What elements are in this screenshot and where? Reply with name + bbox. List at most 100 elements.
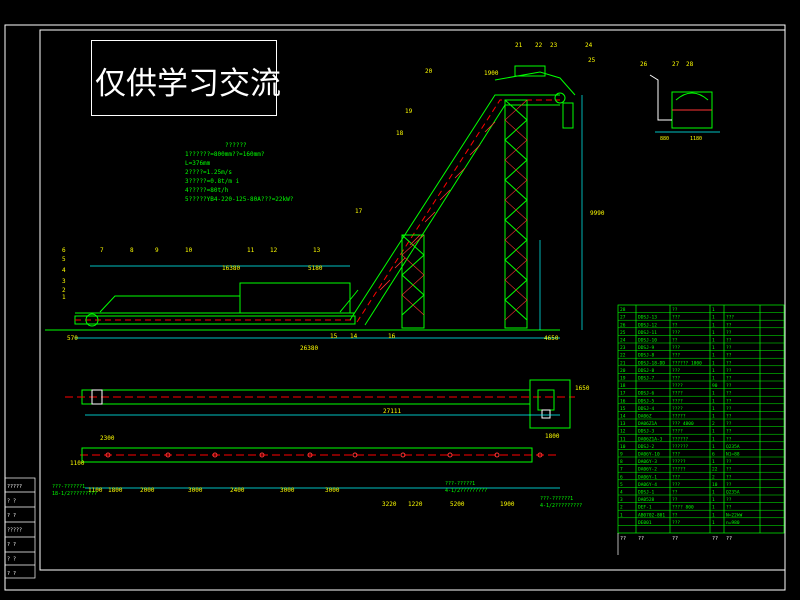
hopper bbox=[99, 295, 241, 313]
bom-cell: ??? bbox=[672, 345, 680, 351]
bom-cell: ???? 800 bbox=[672, 505, 694, 511]
plan-head-box bbox=[529, 379, 571, 429]
plan-motor bbox=[541, 409, 551, 419]
tail-pulley bbox=[85, 313, 99, 327]
title-block-cell: ? ? bbox=[7, 571, 16, 577]
bom-cell: ??? bbox=[672, 520, 680, 526]
bom-cell: DDSJ-11 bbox=[638, 330, 657, 336]
bom-cell: 1 bbox=[712, 429, 715, 435]
dim-label: 1900 bbox=[484, 70, 499, 77]
plan-span-label: 3000 bbox=[188, 487, 203, 494]
bom-cell: Q235A bbox=[726, 490, 740, 496]
left-title-block-grid bbox=[4, 477, 36, 579]
dim-label: 1800 bbox=[545, 433, 560, 440]
bom-cell: 1 bbox=[712, 376, 715, 382]
bom-cell: ???? bbox=[672, 406, 683, 412]
bom-cell: 1 bbox=[712, 490, 715, 496]
tech-note-line: 5?????YB4-220-125-80A???=22kW? bbox=[185, 196, 294, 203]
tall-tower bbox=[504, 99, 528, 329]
dim-label: 1650 bbox=[575, 385, 590, 392]
bom-cell: 1 bbox=[712, 406, 715, 412]
discharge-chute bbox=[562, 102, 574, 129]
callout-label: 19 bbox=[405, 108, 413, 115]
bom-cell: ?? bbox=[726, 322, 732, 328]
foundation-bolts bbox=[105, 452, 543, 458]
bom-cell: 5 bbox=[620, 482, 623, 488]
bom-cell: 1 bbox=[712, 391, 715, 397]
bom-cell: 1 bbox=[712, 330, 715, 336]
title-block-cell: ? ? bbox=[7, 557, 16, 563]
tech-note-line: 3?????=0.8t/m i bbox=[185, 178, 240, 185]
bom-header: ?? bbox=[672, 536, 678, 542]
technical-notes: ??????1??????=800mm??=160mm?L=376mm2????… bbox=[185, 142, 294, 203]
callout-label: 2 bbox=[62, 287, 66, 294]
callout-label: 24 bbox=[585, 42, 593, 49]
bom-cell: ?? bbox=[726, 383, 732, 389]
callout-label: 26 bbox=[640, 61, 648, 68]
bom-cell: 28 bbox=[620, 307, 626, 313]
bom-cell: ???? bbox=[672, 383, 683, 389]
bom-cell: ?? bbox=[726, 376, 732, 382]
bom-cell: DA06Y-4 bbox=[638, 482, 657, 488]
bom-cell: 1 bbox=[712, 459, 715, 465]
bom-header: ?? bbox=[620, 536, 626, 542]
bom-cell: DDSJ-18-DD bbox=[638, 360, 665, 366]
callout-label: 4 bbox=[62, 267, 66, 274]
bom-cell: ?????? bbox=[672, 444, 689, 450]
bom-cell: DDSJ-3 bbox=[638, 429, 655, 435]
bom-cell: 2 bbox=[712, 474, 715, 480]
bom-cell: DDSJ-7 bbox=[638, 376, 655, 382]
bom-cell: ??? bbox=[672, 353, 680, 359]
callout-label: 6 bbox=[62, 247, 66, 254]
bom-cell: ?? bbox=[726, 429, 732, 435]
callout-label: 11 bbox=[247, 247, 255, 254]
dim-label: 5180 bbox=[308, 265, 323, 272]
bom-cell: 27 bbox=[620, 315, 626, 321]
bom-cell: DA0528 bbox=[638, 497, 655, 503]
callout-label: 16 bbox=[388, 333, 396, 340]
bom-cell: 4 bbox=[620, 490, 623, 496]
bom-cell: DA06Y-2 bbox=[638, 467, 657, 473]
bom-cell: 22 bbox=[712, 467, 718, 473]
bom-cell: 14 bbox=[620, 414, 626, 420]
bom-cell: 1 bbox=[712, 307, 715, 313]
bom-cell: DDSJ-2 bbox=[638, 444, 655, 450]
plan-span-label: 1220 bbox=[408, 501, 423, 508]
bom-cell: ?? bbox=[726, 459, 732, 465]
plan-note: ???-??????1 bbox=[540, 496, 573, 502]
bom-cell: 1 bbox=[712, 322, 715, 328]
callout-label: 10 bbox=[185, 247, 193, 254]
plan-head-pulley bbox=[537, 389, 555, 411]
bom-cell: Q235A bbox=[726, 444, 740, 450]
bom-cell: 1 bbox=[712, 512, 715, 518]
bom-cell: ?? bbox=[726, 474, 732, 480]
tech-note-line: L=376mm bbox=[185, 160, 211, 167]
bom-cell: ?? bbox=[672, 322, 678, 328]
watermark-box bbox=[91, 40, 277, 116]
bom-cell: DA06Y-1 bbox=[638, 474, 657, 480]
bom-cell: 16 bbox=[620, 398, 626, 404]
callout-label: 27 bbox=[672, 61, 680, 68]
bom-header: ?? bbox=[712, 536, 718, 542]
bom-cell: DDSJ-4 bbox=[638, 406, 655, 412]
plan-note: 4-1/2????????? bbox=[445, 488, 487, 494]
plan-span-label: 5200 bbox=[450, 501, 465, 508]
bom-cell: ?? bbox=[726, 414, 732, 420]
callout-label: 12 bbox=[270, 247, 278, 254]
bom-cell: ?? bbox=[672, 338, 678, 344]
bom-cell: 9 bbox=[620, 452, 623, 458]
bom-cell: 1 bbox=[712, 520, 715, 526]
bom-cell: 6 bbox=[712, 452, 715, 458]
bom-cell: 2 bbox=[712, 421, 715, 427]
plan-span-label: 1100 bbox=[88, 487, 103, 494]
detail-dim: 880 bbox=[660, 136, 669, 142]
bom-cell: 1 bbox=[712, 444, 715, 450]
plan-view bbox=[65, 379, 575, 489]
callout-label: 13 bbox=[313, 247, 321, 254]
bom-cell: 1 bbox=[712, 414, 715, 420]
bom-cell: ?? bbox=[726, 345, 732, 351]
plan-tail bbox=[91, 389, 103, 405]
bom-header: ?? bbox=[638, 536, 644, 542]
bom-cell: ????? bbox=[672, 459, 686, 465]
callout-label: 21 bbox=[515, 42, 523, 49]
